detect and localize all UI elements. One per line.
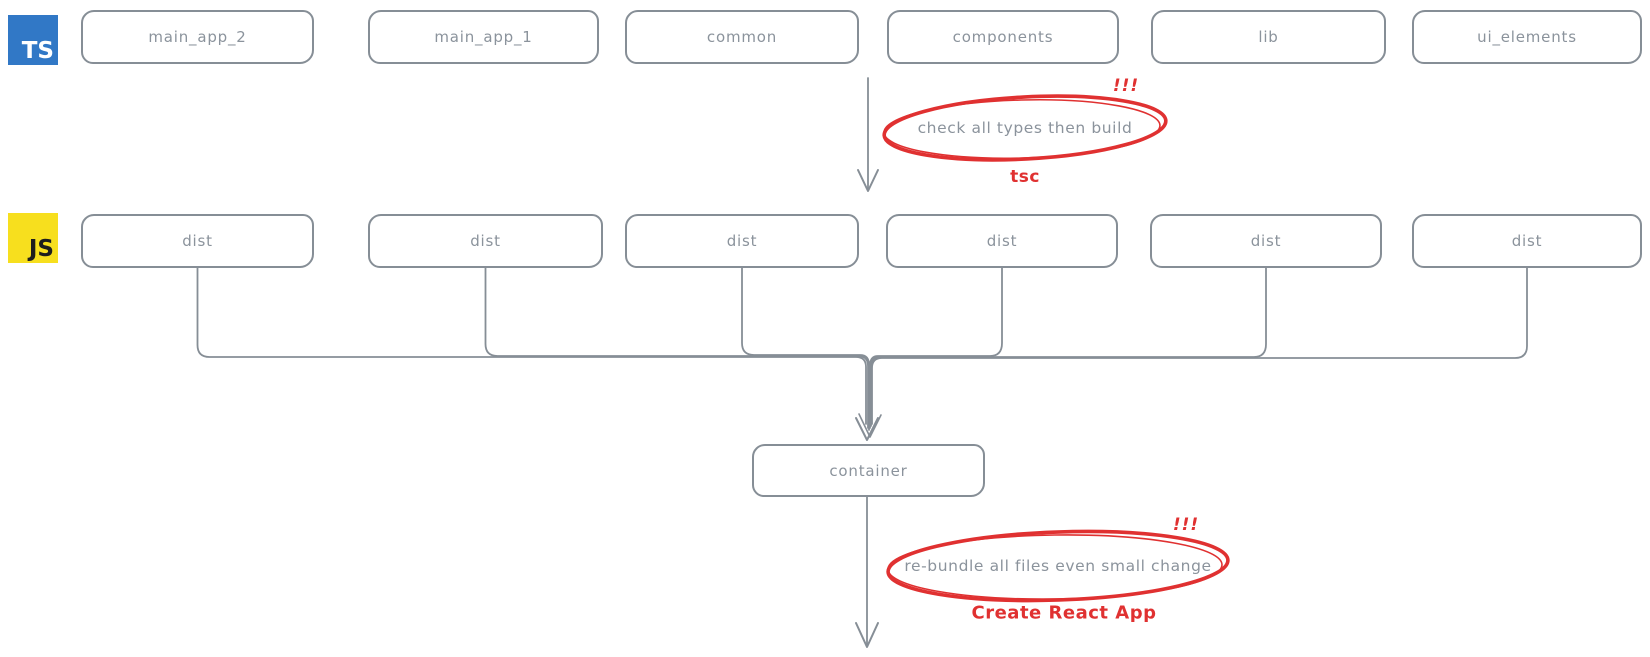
tsc-tool-label: tsc: [1010, 167, 1040, 187]
node-lib: lib: [1151, 10, 1386, 64]
node-dist-2: dist: [368, 214, 603, 268]
merge-arrowhead-icon: [855, 417, 879, 441]
node-components: components: [887, 10, 1119, 64]
node-dist-5: dist: [1150, 214, 1382, 268]
node-common: common: [625, 10, 859, 64]
cra-ellipse-label: re-bundle all files even small change: [904, 557, 1212, 575]
typescript-logo: TS: [8, 15, 58, 65]
dist-4-connector: [869, 267, 1003, 429]
node-dist-1: dist: [81, 214, 314, 268]
tsc-highlight-ellipse-sketch: [883, 98, 1161, 160]
dist-1-connector: [196, 267, 867, 425]
javascript-logo: JS: [8, 213, 58, 263]
tsc-arrowhead-icon: [857, 169, 879, 192]
node-container: container: [752, 444, 985, 497]
cra-exclaim-label: !!!: [1172, 515, 1200, 535]
cra-tool-label: Create React App: [971, 602, 1157, 624]
cra-highlight-ellipse-sketch: [887, 534, 1223, 600]
cra-arrowhead-icon: [855, 622, 879, 648]
node-ui-elements: ui_elements: [1412, 10, 1642, 64]
node-main-app-2: main_app_2: [81, 10, 314, 64]
node-main-app-1: main_app_1: [368, 10, 599, 64]
node-dist-4: dist: [886, 214, 1118, 268]
node-dist-6: dist: [1412, 214, 1642, 268]
dist-5-connector: [870, 267, 1267, 427]
node-dist-3: dist: [625, 214, 859, 268]
dist-2-connector: [484, 267, 869, 429]
tsc-ellipse-label: check all types then build: [917, 119, 1133, 137]
dist-3-connector: [741, 267, 870, 431]
merge-arrowhead-icon: [858, 413, 882, 438]
tsc-exclaim-label: !!!: [1112, 76, 1140, 96]
dist-6-connector: [871, 267, 1528, 425]
